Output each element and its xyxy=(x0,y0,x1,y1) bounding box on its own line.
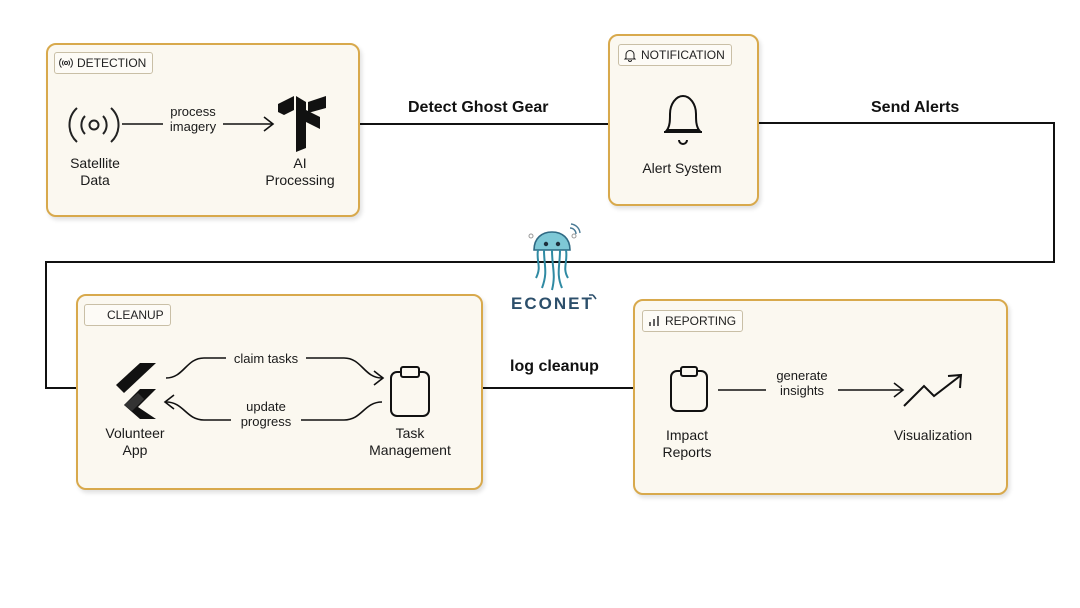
notification-tag: NOTIFICATION xyxy=(618,44,732,66)
detection-tag: DETECTION xyxy=(54,52,154,74)
alert-node-label: Alert System xyxy=(642,160,722,176)
clipboard-icon xyxy=(670,366,708,412)
tensorflow-logo-icon xyxy=(278,96,326,152)
trend-up-icon xyxy=(903,373,963,407)
bell-icon xyxy=(664,94,702,145)
notification-tag-label: NOTIFICATION xyxy=(641,48,725,62)
jellyfish-mascot-icon xyxy=(528,223,581,291)
logo-signal-accent xyxy=(589,294,597,300)
cleanup-tag-label: CLEANUP xyxy=(107,308,164,322)
send-alerts-label: Send Alerts xyxy=(871,99,960,116)
detect-ghost-gear-label: Detect Ghost Gear xyxy=(408,99,549,116)
satellite-node-label: Satellite Data xyxy=(70,155,120,188)
volunteer-node-label: Volunteer App xyxy=(105,425,165,458)
clipboard-icon xyxy=(390,366,430,417)
cleanup-tag: CLEANUP xyxy=(84,304,171,326)
log-cleanup-label: log cleanup xyxy=(510,358,599,375)
task-node-label: Task Management xyxy=(369,425,451,458)
generate-insights-label: generate insights xyxy=(766,368,838,398)
bell-icon xyxy=(623,50,637,62)
flow-alerts-line xyxy=(45,122,1055,394)
claim-tasks-label: claim tasks xyxy=(226,351,306,366)
cleanup-tag-icon xyxy=(89,308,103,322)
detection-tag-label: DETECTION xyxy=(77,56,147,70)
broadcast-icon xyxy=(59,58,73,68)
reporting-tag-label: REPORTING xyxy=(665,314,737,328)
process-imagery-label: process imagery xyxy=(163,104,223,134)
econet-logo-text: ECONET xyxy=(511,294,594,313)
impact-node-label: Impact Reports xyxy=(662,427,712,460)
visualization-node-label: Visualization xyxy=(893,427,973,443)
bar-chart-icon xyxy=(649,316,659,326)
ai-node-label: AI Processing xyxy=(265,155,335,188)
update-progress-label: update progress xyxy=(231,399,301,429)
flutter-logo-icon xyxy=(116,363,156,419)
satellite-signal-icon xyxy=(68,107,120,143)
reporting-tag: REPORTING xyxy=(642,310,744,332)
